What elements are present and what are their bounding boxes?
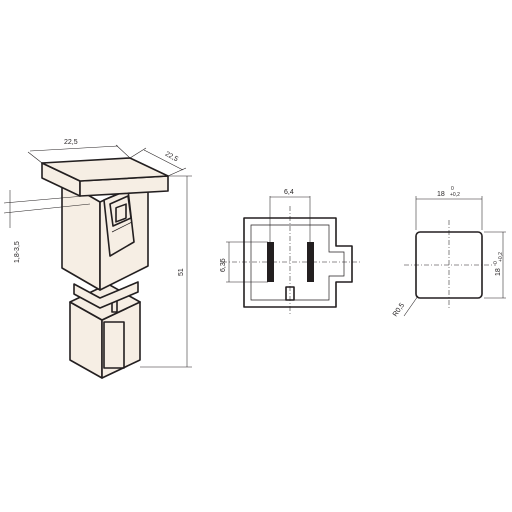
front-inner-outline <box>250 224 345 301</box>
dim-tol-cutout-width-lower: +0,2 <box>450 192 460 198</box>
dim-cutout-radius: R0,5 <box>392 295 419 318</box>
dim-tol-cutout-width-upper: 0 <box>451 186 454 192</box>
dim-tol-cutout-height-upper: 0 <box>493 261 499 264</box>
dim-cutout-height: 18 0 +0,2 <box>484 231 506 299</box>
dim-label-pin-spacing: 6,4 <box>284 189 294 196</box>
dim-pin-spacing: 6,4 <box>269 189 311 242</box>
terminal-blade-right <box>307 242 314 282</box>
center-notch <box>285 286 295 301</box>
isometric-view: 22,5 22,5 51 1,8-3,5 <box>3 139 192 379</box>
dim-height: 51 <box>140 175 192 368</box>
dim-label-height: 51 <box>178 268 185 276</box>
dim-label-panel-thickness: 1,8-3,5 <box>14 241 21 263</box>
top-plate <box>41 157 169 197</box>
switch-body <box>61 179 149 309</box>
panel-cutout-view: 18 0 +0,2 18 0 +0,2 R0,5 <box>392 186 506 318</box>
actuator-window <box>103 189 135 257</box>
terminal-blade-left <box>267 242 274 282</box>
front-view: 6,4 6,35 <box>220 189 360 316</box>
dim-label-cutout-height: 18 <box>495 268 502 276</box>
dim-pin-height: 6,35 <box>220 241 268 283</box>
dim-top-width: 22,5 <box>27 139 131 164</box>
dim-label-pin-height: 6,35 <box>220 258 227 272</box>
dim-label-cutout-width: 18 <box>437 191 445 198</box>
dim-panel-thickness: 1,8-3,5 <box>3 190 91 263</box>
dim-label-top-width: 22,5 <box>64 139 78 146</box>
dim-tol-cutout-height-lower: +0,2 <box>498 252 504 262</box>
dim-cutout-width: 18 0 +0,2 <box>415 186 483 230</box>
front-outline <box>243 217 353 308</box>
